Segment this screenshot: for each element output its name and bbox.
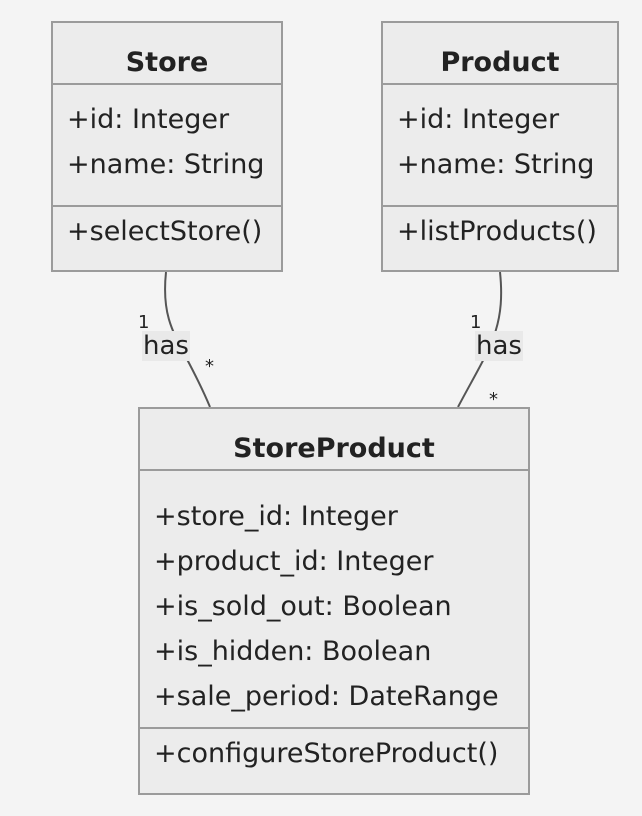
attribute: +is_hidden: Boolean: [154, 636, 432, 667]
class-store-attributes: +id: Integer +name: String: [53, 85, 281, 207]
class-storeproduct-attributes: +store_id: Integer +product_id: Integer …: [140, 471, 528, 729]
attribute: +product_id: Integer: [154, 546, 434, 577]
multiplicity-store-one: 1: [138, 312, 150, 333]
class-storeproduct[interactable]: StoreProduct +store_id: Integer +product…: [138, 407, 530, 795]
attribute: +is_sold_out: Boolean: [154, 591, 452, 622]
class-product[interactable]: Product +id: Integer +name: String +list…: [381, 21, 619, 272]
attribute: +name: String: [397, 149, 595, 180]
class-product-methods: +listProducts(): [383, 207, 617, 270]
relation-label-store-has: has: [142, 331, 190, 361]
attribute: +name: String: [67, 149, 265, 180]
class-store-methods: +selectStore(): [53, 207, 281, 270]
multiplicity-store-many: *: [205, 356, 214, 377]
class-store[interactable]: Store +id: Integer +name: String +select…: [51, 21, 283, 272]
attribute: +id: Integer: [397, 104, 560, 135]
multiplicity-product-many: *: [489, 389, 498, 410]
attribute: +id: Integer: [67, 104, 230, 135]
attribute: +store_id: Integer: [154, 501, 398, 532]
relation-label-product-has: has: [475, 331, 523, 361]
class-product-name: Product: [383, 23, 617, 85]
method: +selectStore(): [67, 216, 263, 247]
class-store-name: Store: [53, 23, 281, 85]
class-storeproduct-methods: +configureStoreProduct(): [140, 729, 528, 793]
multiplicity-product-one: 1: [470, 312, 482, 333]
class-product-attributes: +id: Integer +name: String: [383, 85, 617, 207]
attribute: +sale_period: DateRange: [154, 681, 499, 712]
method: +configureStoreProduct(): [154, 738, 499, 769]
method: +listProducts(): [397, 216, 597, 247]
class-storeproduct-name: StoreProduct: [140, 409, 528, 471]
